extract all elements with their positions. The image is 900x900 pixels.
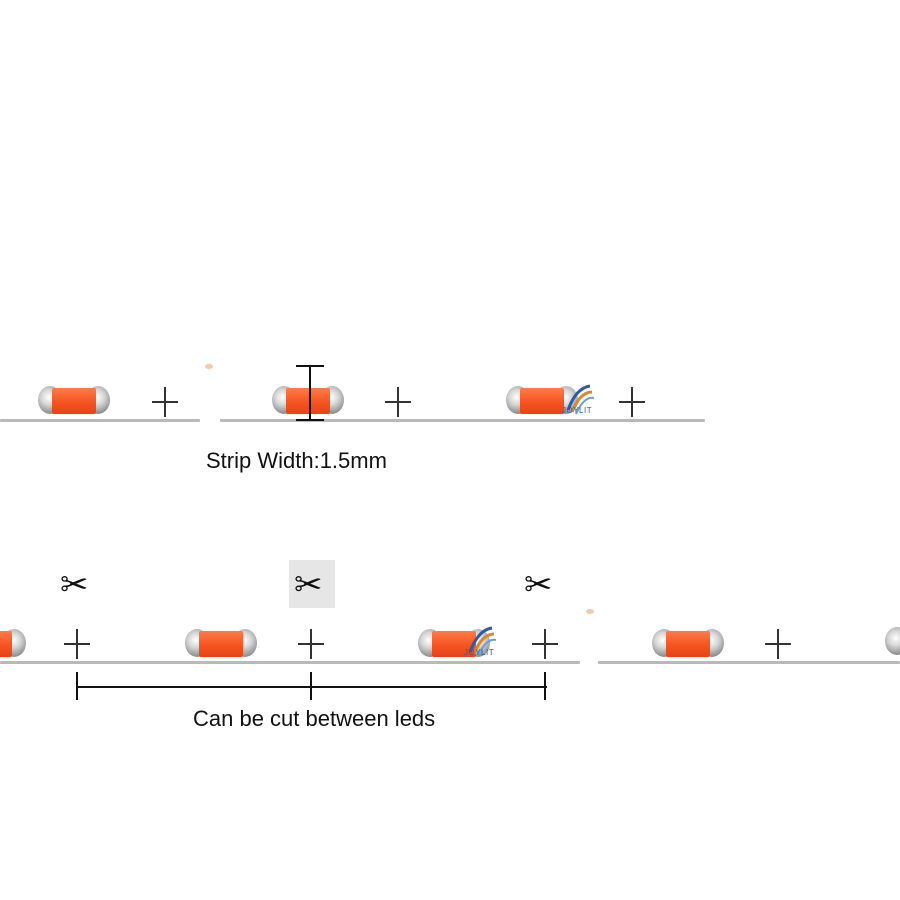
- cut-span-tick: [544, 672, 546, 700]
- brand-text: JOYLIT: [464, 648, 495, 657]
- brand-text: JOYLIT: [562, 406, 593, 415]
- width-marker-stem: [309, 365, 311, 421]
- solder-plus-icon: [150, 387, 180, 417]
- cut-span-tick: [310, 672, 312, 700]
- lower-strip-segment: [598, 661, 900, 664]
- led-chip: [506, 384, 578, 418]
- width-marker-bottom: [296, 419, 324, 421]
- led-chip: [272, 384, 344, 418]
- led-chip: [0, 627, 26, 661]
- solder-plus-icon: [296, 629, 326, 659]
- scissors-icon: ✂: [60, 566, 89, 604]
- scissors-icon: ✂: [524, 566, 553, 604]
- cut-span-line: [77, 686, 547, 688]
- solder-speck: [586, 609, 594, 614]
- upper-strip-segment: [0, 419, 200, 422]
- led-chip: [38, 384, 110, 418]
- scissors-highlight: [289, 560, 335, 608]
- solder-plus-icon: [617, 387, 647, 417]
- scissors-icon: ✂: [294, 566, 323, 604]
- solder-plus-icon: [530, 629, 560, 659]
- solder-plus-icon: [62, 629, 92, 659]
- joylit-logo-icon: [468, 626, 497, 657]
- solder-plus-icon: [763, 629, 793, 659]
- upper-strip-segment: [220, 419, 705, 422]
- joylit-logo-icon: [566, 384, 595, 415]
- solder-plus-icon: [383, 387, 413, 417]
- solder-pad: [885, 627, 900, 655]
- cut-span-tick: [76, 672, 78, 700]
- lower-strip-segment: [0, 661, 580, 664]
- cut-note-label: Can be cut between leds: [193, 706, 436, 731]
- led-chip: [185, 627, 257, 661]
- strip-width-label: Strip Width:1.5mm: [206, 448, 387, 473]
- solder-speck: [205, 364, 213, 369]
- led-chip: [652, 627, 724, 661]
